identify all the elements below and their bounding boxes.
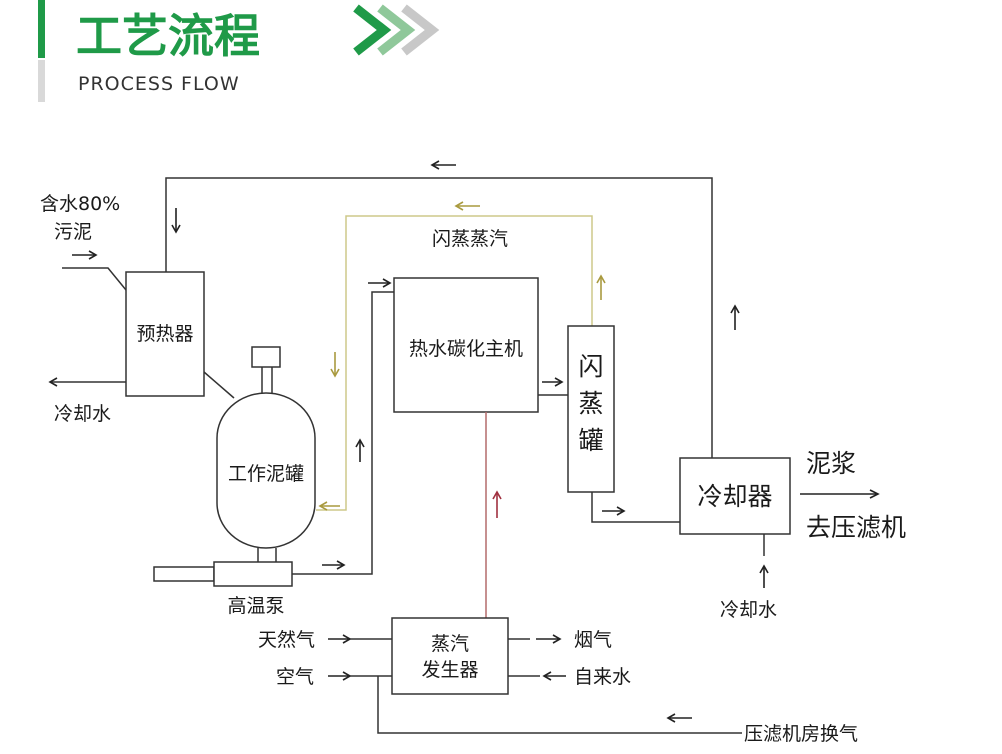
arrow-right-icon <box>322 560 346 570</box>
chevrons-icon <box>353 4 440 56</box>
reactor-label: 热水碳化主机 <box>409 338 523 360</box>
page-title: 工艺流程 <box>76 9 260 63</box>
sludge-in-label-2: 污泥 <box>54 221 92 243</box>
preheater-box <box>125 271 205 397</box>
cooling-water-in-label: 冷却水 <box>720 599 777 621</box>
pump-label: 高温泵 <box>227 595 284 617</box>
return-loop-line <box>165 177 713 458</box>
flash-tank-box <box>567 325 615 493</box>
flue-gas-label: 烟气 <box>574 629 612 651</box>
arrow-left-icon <box>48 377 58 387</box>
arrow-right-icon <box>602 506 626 516</box>
natural-gas-label: 天然气 <box>258 629 315 651</box>
tap-water-label: 自来水 <box>574 666 631 688</box>
header: 工艺流程 PROCESS FLOW <box>38 0 440 102</box>
arrow-left-icon <box>542 671 566 681</box>
pump-to-reactor-line <box>292 291 394 575</box>
arrow-right-icon <box>542 377 564 387</box>
arrow-right-icon <box>328 671 352 681</box>
to-filter-press-label: 去压滤机 <box>806 513 906 542</box>
pump-body <box>213 561 293 587</box>
pump: 高温泵 <box>153 561 293 617</box>
steam-generator-box <box>391 617 509 695</box>
arrow-left-icon <box>454 201 480 211</box>
accent-bar-grey <box>38 60 45 102</box>
arrow-up-icon <box>759 564 769 588</box>
filter-room-air-label: 压滤机房换气 <box>744 723 858 745</box>
arrow-right-icon <box>72 250 98 260</box>
arrow-down-icon <box>330 352 340 378</box>
arrow-up-icon <box>355 438 365 462</box>
preheater-to-tank-line <box>203 371 235 399</box>
arrow-right-icon <box>368 278 392 288</box>
air-label: 空气 <box>276 666 314 688</box>
slurry-label: 泥浆 <box>806 449 856 478</box>
arrow-left-icon <box>666 713 692 723</box>
sludge-in-line <box>62 267 127 291</box>
flash-tank-label-2: 蒸 <box>578 389 603 418</box>
arrow-up-icon <box>596 274 606 300</box>
arrow-down-icon <box>171 208 181 234</box>
reactor-box <box>393 277 539 413</box>
flash-steam-label: 闪蒸蒸汽 <box>432 228 508 250</box>
arrow-left-icon <box>318 501 340 511</box>
steam-generator-label-2: 发生器 <box>421 659 478 681</box>
tank-body <box>216 392 316 549</box>
arrow-right-icon <box>800 489 880 499</box>
arrow-right-icon <box>536 634 562 644</box>
flash-to-cooler-line <box>591 492 680 523</box>
arrow-up-icon <box>730 304 740 330</box>
preheater-label: 预热器 <box>136 323 193 345</box>
pump-shaft <box>153 566 215 582</box>
cooling-water-out-label: 冷却水 <box>54 403 111 425</box>
work-tank-label: 工作泥罐 <box>228 463 304 485</box>
arrow-left-icon <box>430 160 456 170</box>
accent-bar <box>38 0 45 58</box>
flash-tank-label-1: 闪 <box>578 352 603 381</box>
work-tank: 工作泥罐 <box>216 346 316 562</box>
flash-steam-line <box>316 215 593 511</box>
flash-tank-label-3: 罐 <box>578 426 603 455</box>
cooler-label: 冷却器 <box>697 482 772 511</box>
page-subtitle: PROCESS FLOW <box>78 73 240 95</box>
steam-generator-label-1: 蒸汽 <box>431 633 469 655</box>
cooler-box <box>679 457 791 535</box>
filter-room-air-line <box>377 676 742 734</box>
sludge-in-label-1: 含水80% <box>40 193 120 215</box>
tank-motor <box>251 346 281 368</box>
arrow-up-icon <box>492 490 502 518</box>
arrow-right-icon <box>328 634 352 644</box>
